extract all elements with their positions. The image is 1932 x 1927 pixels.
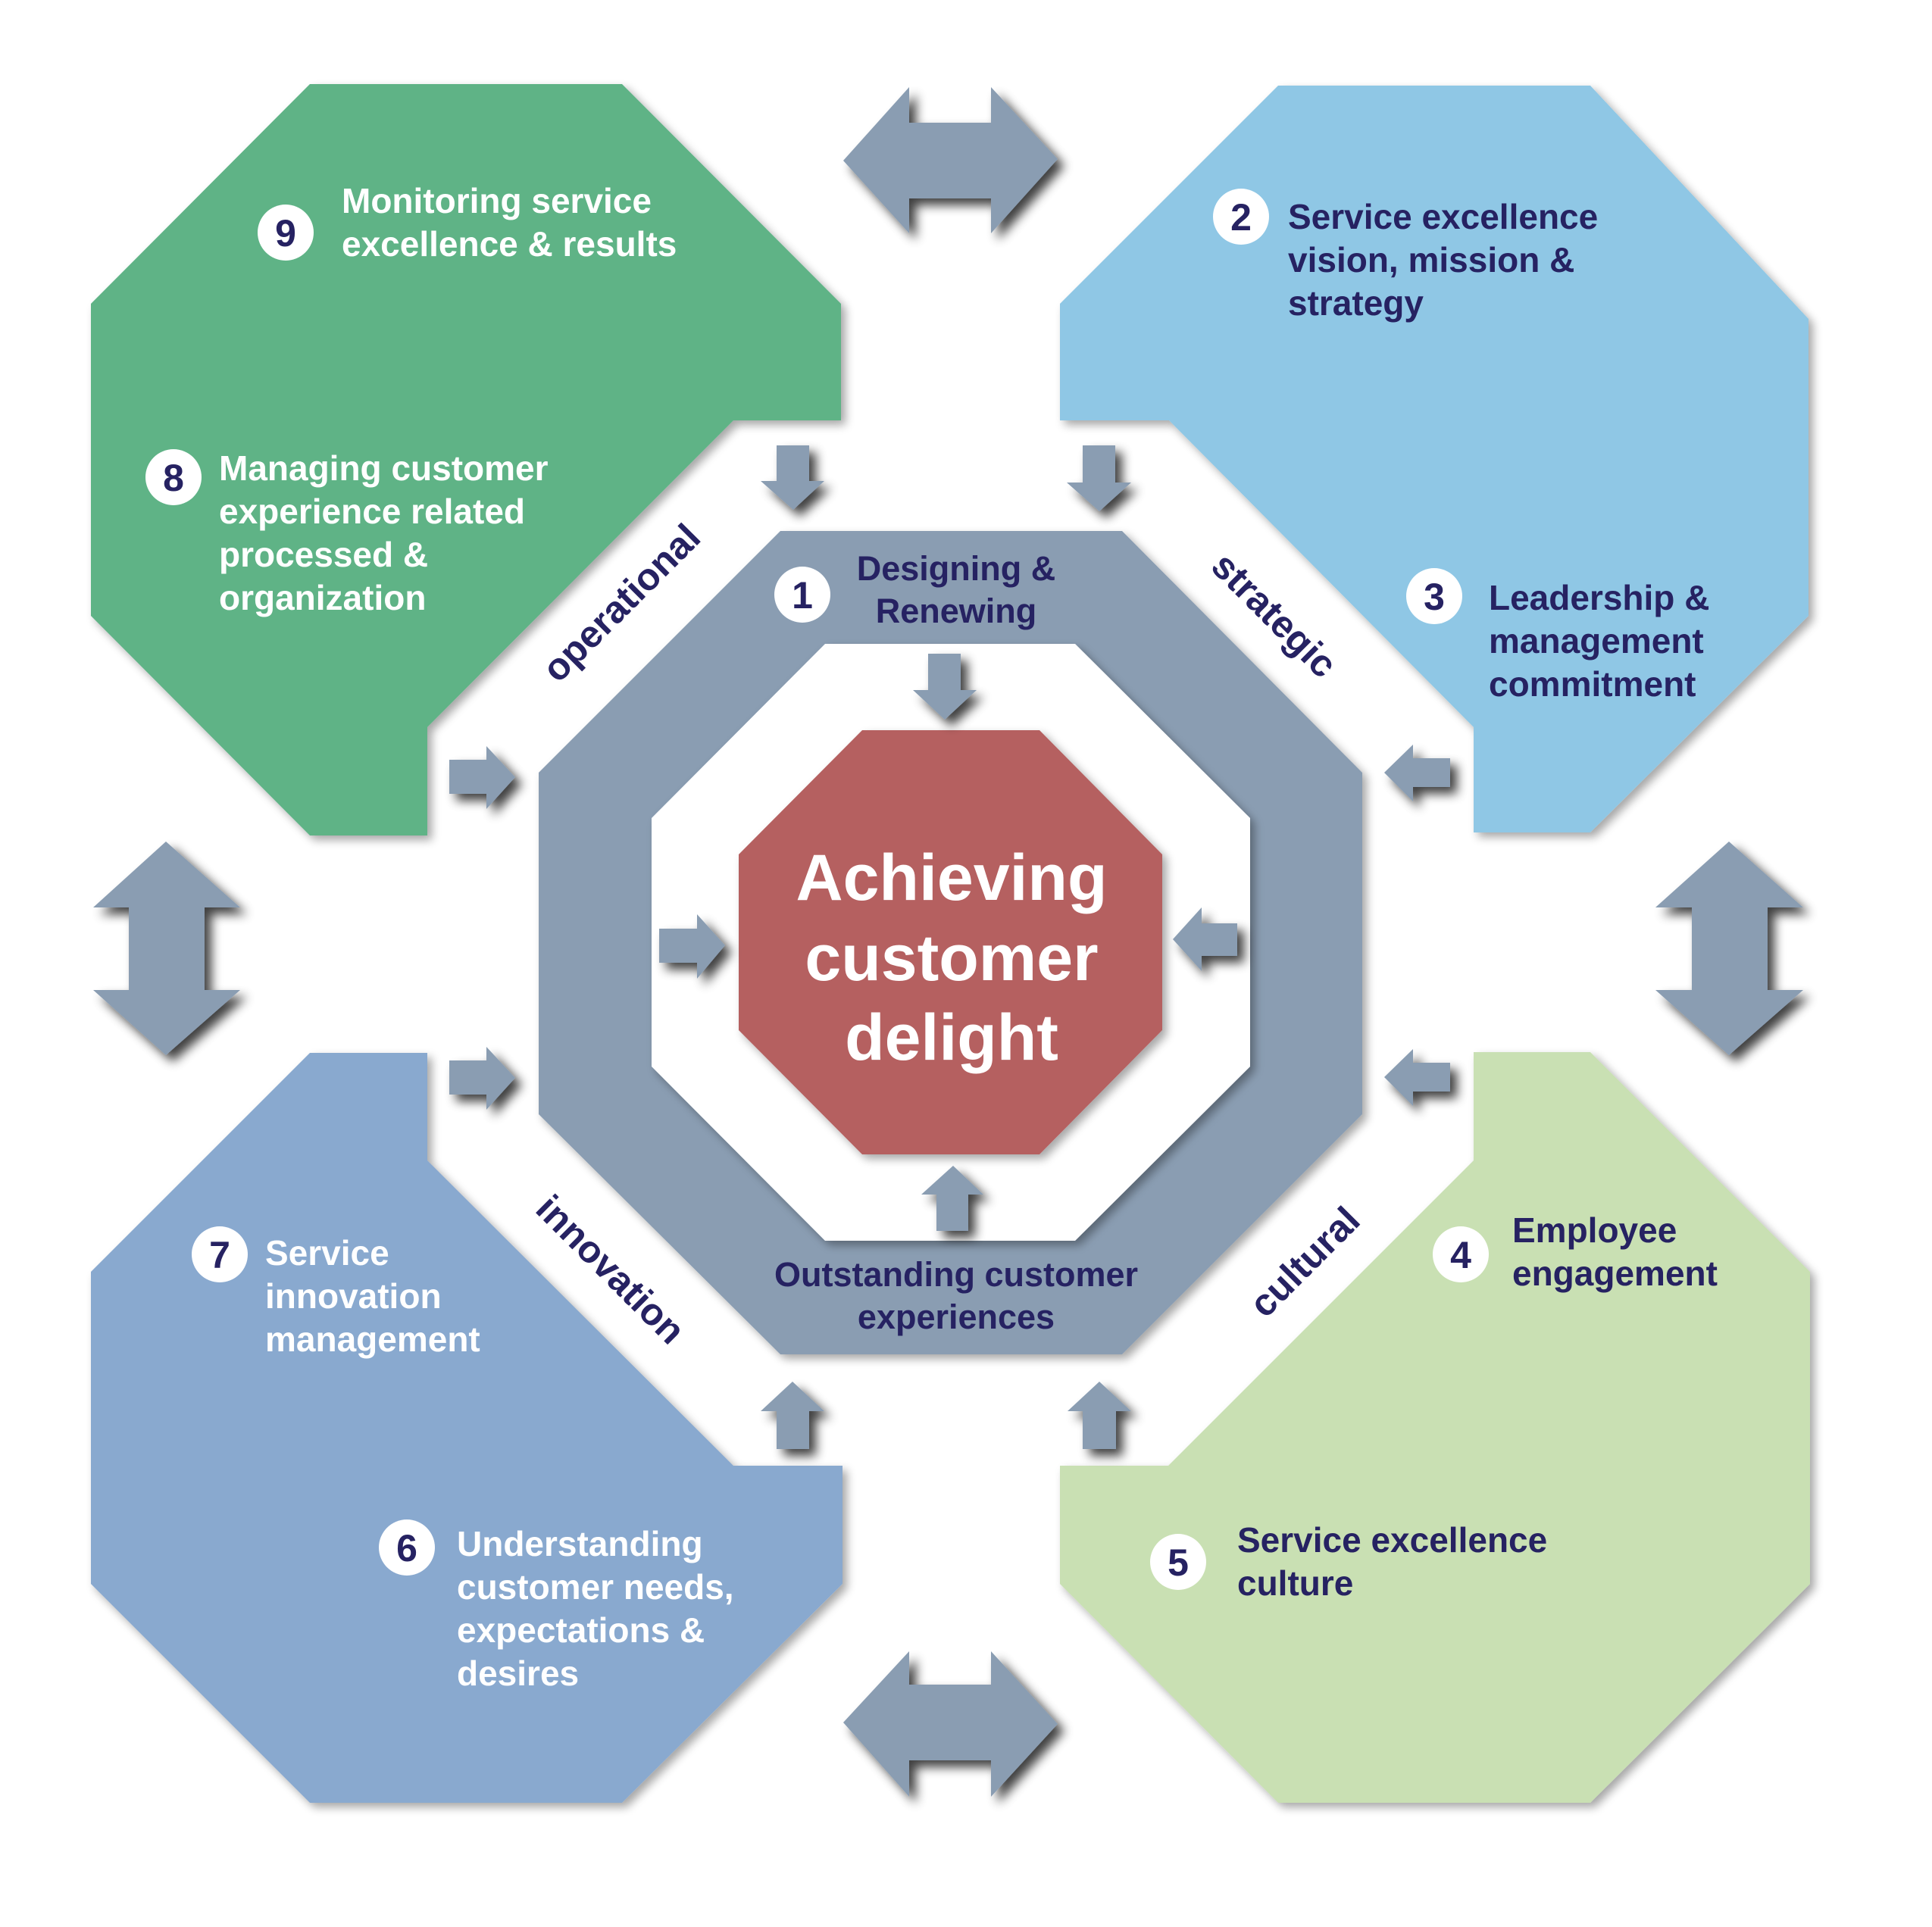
block-item-2-line: vision, mission & <box>1288 240 1574 280</box>
center-title: Achieving customer delight <box>796 842 1108 1074</box>
block-item-3-line: Leadership & <box>1489 578 1709 617</box>
arrow-down-top-right <box>1067 445 1131 511</box>
badge-6-number: 6 <box>396 1527 417 1569</box>
arrow-up-bottom-right <box>1068 1382 1131 1449</box>
block-item-9-line: Monitoring service <box>342 181 652 220</box>
block-item-8-line: Managing customer <box>219 448 549 488</box>
arrow-inner-down <box>913 654 977 720</box>
badge-1 <box>774 567 830 623</box>
block-item-4-line: Employee <box>1512 1210 1677 1250</box>
double-arrow-top <box>843 87 1058 233</box>
block-item-6-line: expectations & <box>457 1610 705 1650</box>
block-item-3-line: commitment <box>1489 664 1696 704</box>
badge-1-number: 1 <box>792 574 813 617</box>
badge-7-number: 7 <box>209 1234 230 1276</box>
block-item-8-line: organization <box>219 578 426 617</box>
block-item-3-line: management <box>1489 621 1704 661</box>
block-item-8: 8 Managing customer experience related proc… <box>145 448 549 617</box>
badge-3 <box>1406 568 1462 624</box>
badge-4 <box>1433 1226 1489 1282</box>
arrow-down-top-left <box>761 445 824 510</box>
block-bottom-right <box>1060 1052 1810 1803</box>
block-item-2-line: Service excellence <box>1288 197 1598 236</box>
arrow-left-right-top <box>1384 745 1450 801</box>
center-title-line-1: Achieving <box>796 842 1108 914</box>
double-arrow-left <box>93 842 240 1055</box>
center-title-line-2: customer <box>805 922 1098 995</box>
block-item-4-line: engagement <box>1512 1254 1718 1293</box>
block-item-8-line: processed & <box>219 535 428 574</box>
badge-9-number: 9 <box>275 212 296 255</box>
block-bottom-left <box>91 1053 843 1803</box>
block-item-5-line: culture <box>1237 1563 1353 1603</box>
arrow-up-bottom-left <box>761 1382 824 1449</box>
double-arrow-right <box>1655 842 1803 1055</box>
center-octagon <box>739 730 1162 1154</box>
block-item-6: 6 Understanding customer needs,expectation… <box>379 1519 734 1693</box>
arrow-inner-left <box>1173 907 1237 971</box>
badge-8-number: 8 <box>163 457 184 499</box>
badge-5 <box>1150 1534 1206 1590</box>
arrow-right-left-bottom <box>449 1047 515 1110</box>
badge-4-number: 4 <box>1450 1234 1471 1276</box>
block-item-4: 4 Employee engagement <box>1433 1210 1718 1293</box>
block-top-left <box>91 84 841 835</box>
arrow-inner-up <box>921 1166 983 1231</box>
badge-7 <box>192 1226 248 1282</box>
block-item-2: 2 Service excellence vision, mission &stra… <box>1213 189 1598 323</box>
badge-2-number: 2 <box>1230 196 1252 239</box>
block-item-2-line: strategy <box>1288 283 1424 323</box>
block-item-6-line: Understanding <box>457 1524 703 1563</box>
block-item-7-line: management <box>265 1320 480 1359</box>
badge-9 <box>258 205 314 261</box>
badge-2 <box>1213 189 1269 245</box>
block-item-6-line: customer needs, <box>457 1567 734 1607</box>
block-item-6-line: desires <box>457 1654 579 1693</box>
badge-6 <box>379 1519 435 1576</box>
block-item-5-line: Service excellence <box>1237 1520 1547 1560</box>
ring-bottom-label: Outstanding customer experiences <box>774 1255 1138 1336</box>
badge-8 <box>145 449 202 505</box>
block-item-7-line: Service <box>265 1233 389 1273</box>
ring-top-label: 1 Designing & Renewing <box>774 549 1055 630</box>
badge-5-number: 5 <box>1168 1541 1189 1584</box>
block-item-9: 9 Monitoring service excellence & results <box>258 181 677 264</box>
block-item-9-line: excellence & results <box>342 224 677 264</box>
double-arrow-bottom <box>843 1651 1058 1797</box>
block-items: 9 Monitoring service excellence & results 8… <box>145 181 1718 1693</box>
ring-bottom-line-2: experiences <box>858 1298 1055 1336</box>
block-item-8-line: experience related <box>219 492 525 531</box>
block-item-7-line: innovation <box>265 1276 442 1316</box>
ring-top-line-2: Renewing <box>876 592 1037 630</box>
arrow-inner-right <box>659 914 725 979</box>
arrow-left-right-bottom <box>1384 1049 1450 1106</box>
ring-top-line-1: Designing & <box>857 549 1056 588</box>
block-top-right <box>1060 86 1809 832</box>
arrow-right-left-top <box>449 746 515 809</box>
center-title-line-3: delight <box>845 1001 1058 1074</box>
ring-bottom-line-1: Outstanding customer <box>774 1255 1138 1294</box>
badge-3-number: 3 <box>1424 576 1445 618</box>
